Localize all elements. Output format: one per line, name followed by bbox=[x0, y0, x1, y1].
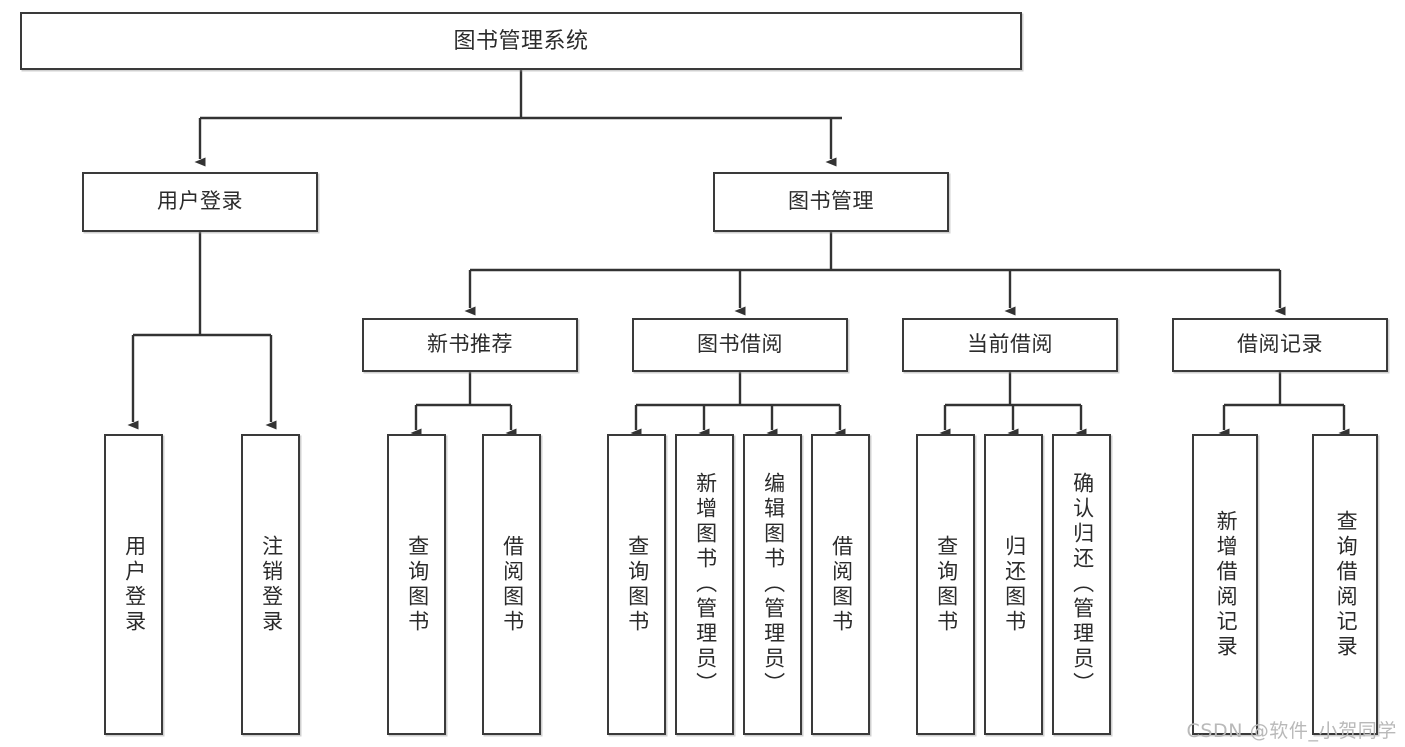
node-current-borrow[interactable]: 当前借阅 bbox=[902, 318, 1118, 372]
leaf-book-borrow-lend[interactable]: 借阅图书 bbox=[811, 434, 870, 735]
leaf-current-borrow-query[interactable]: 查询图书 bbox=[916, 434, 975, 735]
node-label: 归还图书 bbox=[1002, 534, 1026, 635]
leaf-current-borrow-confirm-return[interactable]: 确认归还（管理员） bbox=[1052, 434, 1111, 735]
node-new-book-recommend[interactable]: 新书推荐 bbox=[362, 318, 578, 372]
node-label: 查询图书 bbox=[625, 534, 649, 635]
node-label: 借阅图书 bbox=[500, 534, 524, 635]
node-book-management[interactable]: 图书管理 bbox=[713, 172, 949, 232]
leaf-user-login-signin[interactable]: 用户登录 bbox=[104, 434, 163, 735]
node-label: 借阅图书 bbox=[829, 534, 853, 635]
node-label: 用户登录 bbox=[122, 534, 146, 635]
node-borrow-record[interactable]: 借阅记录 bbox=[1172, 318, 1388, 372]
node-label: 查询图书 bbox=[405, 534, 429, 635]
leaf-borrow-record-add[interactable]: 新增借阅记录 bbox=[1192, 434, 1258, 735]
node-user-login[interactable]: 用户登录 bbox=[82, 172, 318, 232]
node-label: 新增借阅记录 bbox=[1214, 509, 1238, 660]
node-root-book-management-system[interactable]: 图书管理系统 bbox=[20, 12, 1022, 70]
node-label: 确认归还（管理员） bbox=[1070, 472, 1094, 697]
node-label: 用户登录 bbox=[157, 190, 243, 214]
csdn-watermark: CSDN @软件_小贺同学 bbox=[1186, 720, 1397, 742]
node-label: 新书推荐 bbox=[427, 333, 513, 357]
leaf-book-borrow-query[interactable]: 查询图书 bbox=[607, 434, 666, 735]
leaf-new-book-query[interactable]: 查询图书 bbox=[387, 434, 446, 735]
leaf-user-login-signout[interactable]: 注销登录 bbox=[241, 434, 300, 735]
node-label: 新增图书（管理员） bbox=[693, 472, 717, 697]
node-label: 查询借阅记录 bbox=[1334, 509, 1358, 660]
leaf-book-borrow-add[interactable]: 新增图书（管理员） bbox=[675, 434, 734, 735]
node-label: 编辑图书（管理员） bbox=[761, 472, 785, 697]
node-label: 当前借阅 bbox=[967, 333, 1053, 357]
node-label: 查询图书 bbox=[934, 534, 958, 635]
node-book-borrow[interactable]: 图书借阅 bbox=[632, 318, 848, 372]
node-label: 图书借阅 bbox=[697, 333, 783, 357]
node-label: 借阅记录 bbox=[1237, 333, 1323, 357]
leaf-new-book-borrow[interactable]: 借阅图书 bbox=[482, 434, 541, 735]
node-label: 注销登录 bbox=[259, 534, 283, 635]
leaf-current-borrow-return[interactable]: 归还图书 bbox=[984, 434, 1043, 735]
node-label: 图书管理 bbox=[788, 190, 874, 214]
leaf-book-borrow-edit[interactable]: 编辑图书（管理员） bbox=[743, 434, 802, 735]
leaf-borrow-record-query[interactable]: 查询借阅记录 bbox=[1312, 434, 1378, 735]
node-label: 图书管理系统 bbox=[453, 27, 589, 53]
